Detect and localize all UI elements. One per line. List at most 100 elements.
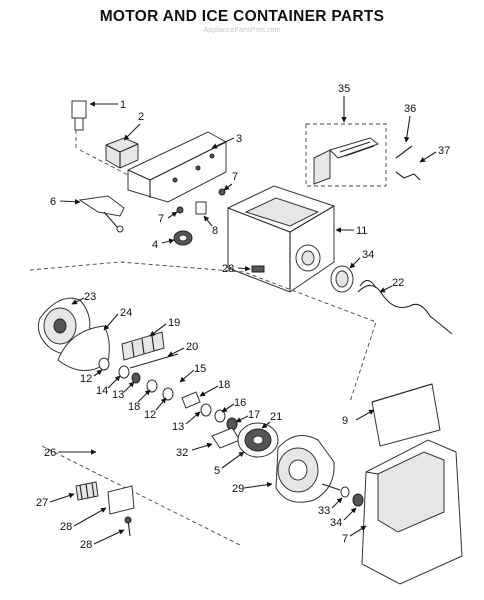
part-6-wire-harness bbox=[78, 195, 125, 233]
svg-text:8: 8 bbox=[212, 225, 218, 237]
svg-text:33: 33 bbox=[318, 505, 330, 517]
svg-text:15: 15 bbox=[194, 363, 206, 375]
svg-text:7: 7 bbox=[232, 171, 238, 183]
svg-text:24: 24 bbox=[120, 307, 132, 319]
callout-4: 4 bbox=[152, 238, 175, 251]
part-32-nut bbox=[352, 493, 364, 507]
callout-34: 35 bbox=[338, 83, 350, 123]
callout-7b: 7 bbox=[158, 211, 178, 225]
svg-text:34: 34 bbox=[362, 249, 374, 261]
part-35-wire-arm bbox=[395, 145, 413, 159]
svg-text:35: 35 bbox=[338, 83, 350, 95]
svg-text:28: 28 bbox=[222, 263, 234, 275]
part-31-washer bbox=[340, 486, 350, 498]
part-7-screw-a bbox=[218, 188, 226, 196]
svg-text:18: 18 bbox=[218, 379, 230, 391]
callout-27: 28 bbox=[60, 507, 107, 533]
callout-5: 5 bbox=[214, 451, 245, 477]
part-21-auger-spring bbox=[357, 279, 453, 335]
svg-text:4: 4 bbox=[152, 239, 158, 251]
watermark-text: AppliancePartsPros.com bbox=[203, 27, 281, 34]
svg-text:17: 17 bbox=[248, 409, 260, 421]
callout-12b: 12 bbox=[144, 397, 167, 421]
callout-6: 6 bbox=[50, 196, 81, 208]
callout-11: 11 bbox=[335, 225, 367, 237]
callout-32: 34 bbox=[330, 507, 357, 529]
part-25-rail bbox=[41, 445, 243, 547]
callout-18a: 18 bbox=[128, 389, 151, 413]
svg-text:18: 18 bbox=[128, 401, 140, 413]
svg-text:14: 14 bbox=[96, 385, 108, 397]
callout-13b: 13 bbox=[172, 411, 201, 433]
part-33-seal-ring bbox=[330, 265, 354, 293]
part-9-ice-chute bbox=[361, 439, 463, 585]
svg-text:7: 7 bbox=[158, 213, 164, 225]
callout-16: 16 bbox=[221, 397, 246, 413]
callout-35: 36 bbox=[404, 103, 416, 143]
callout-28a: 28 bbox=[222, 263, 251, 275]
part-2-switch bbox=[105, 137, 139, 169]
svg-text:16: 16 bbox=[234, 397, 246, 409]
svg-text:13: 13 bbox=[172, 421, 184, 433]
svg-text:22: 22 bbox=[392, 277, 404, 289]
svg-text:37: 37 bbox=[438, 145, 450, 157]
callout-30: 32 bbox=[176, 442, 213, 459]
part-1-mounting-bracket bbox=[79, 131, 227, 203]
part-5-drive-gear bbox=[237, 422, 279, 458]
callout-12a: 12 bbox=[80, 369, 103, 385]
callout-24: 21 bbox=[261, 411, 282, 429]
svg-text:21: 21 bbox=[270, 411, 282, 423]
svg-text:26: 26 bbox=[44, 447, 56, 459]
svg-text:11: 11 bbox=[356, 225, 367, 237]
svg-text:29: 29 bbox=[232, 483, 244, 495]
part-8-bushing bbox=[195, 201, 207, 215]
callout-26: 27 bbox=[36, 492, 75, 509]
callout-1: 3 bbox=[211, 133, 242, 149]
part-29-auger-motor bbox=[275, 435, 341, 503]
part-3-clip bbox=[71, 100, 87, 150]
callout-28b: 28 bbox=[80, 529, 125, 551]
callout-8: 8 bbox=[203, 215, 218, 237]
callout-22: 23 bbox=[71, 291, 96, 305]
callout-9: 7 bbox=[342, 525, 367, 545]
svg-text:36: 36 bbox=[404, 103, 416, 115]
svg-text:7: 7 bbox=[342, 533, 348, 545]
callout-18b: 18 bbox=[199, 379, 230, 397]
svg-text:9: 9 bbox=[342, 415, 348, 427]
svg-text:23: 23 bbox=[84, 291, 96, 303]
part-27-bracket bbox=[107, 485, 135, 515]
callout-2: 2 bbox=[123, 111, 144, 141]
callout-19: 19 bbox=[149, 317, 180, 337]
part-4-gear bbox=[173, 230, 193, 246]
callout-36: 37 bbox=[419, 145, 450, 163]
svg-text:19: 19 bbox=[168, 317, 180, 329]
svg-text:6: 6 bbox=[50, 196, 56, 208]
svg-text:12: 12 bbox=[144, 409, 156, 421]
part-36-fill-cup bbox=[395, 171, 421, 181]
callouts: 1 2 3 7 6 7 8 4 11 28 34 22 35 36 37 23 … bbox=[36, 83, 450, 551]
callout-21: 22 bbox=[379, 277, 404, 293]
part-26-spring bbox=[75, 481, 99, 501]
part-30-coupler bbox=[211, 427, 241, 449]
diagram-title: MOTOR AND ICE CONTAINER PARTS bbox=[99, 8, 385, 25]
callout-14: 14 bbox=[96, 375, 121, 397]
svg-text:34: 34 bbox=[330, 517, 342, 529]
part-19-auger-cutter bbox=[121, 331, 165, 361]
part-20-shaft bbox=[129, 353, 179, 369]
svg-text:32: 32 bbox=[176, 447, 188, 459]
callout-20: 20 bbox=[167, 341, 198, 357]
part-28-screw-bottom bbox=[124, 516, 132, 537]
part-23-blade-shield bbox=[57, 325, 110, 371]
svg-text:13: 13 bbox=[112, 389, 124, 401]
svg-text:28: 28 bbox=[80, 539, 92, 551]
svg-text:12: 12 bbox=[80, 373, 92, 385]
svg-text:2: 2 bbox=[138, 111, 144, 123]
callout-29: 29 bbox=[232, 481, 273, 495]
part-11-ice-container bbox=[227, 185, 335, 293]
svg-text:27: 27 bbox=[36, 497, 48, 509]
part-28-screw-top bbox=[251, 265, 265, 273]
callout-25: 26 bbox=[44, 447, 97, 459]
callout-3: 1 bbox=[89, 99, 126, 111]
callout-23: 24 bbox=[103, 307, 132, 331]
